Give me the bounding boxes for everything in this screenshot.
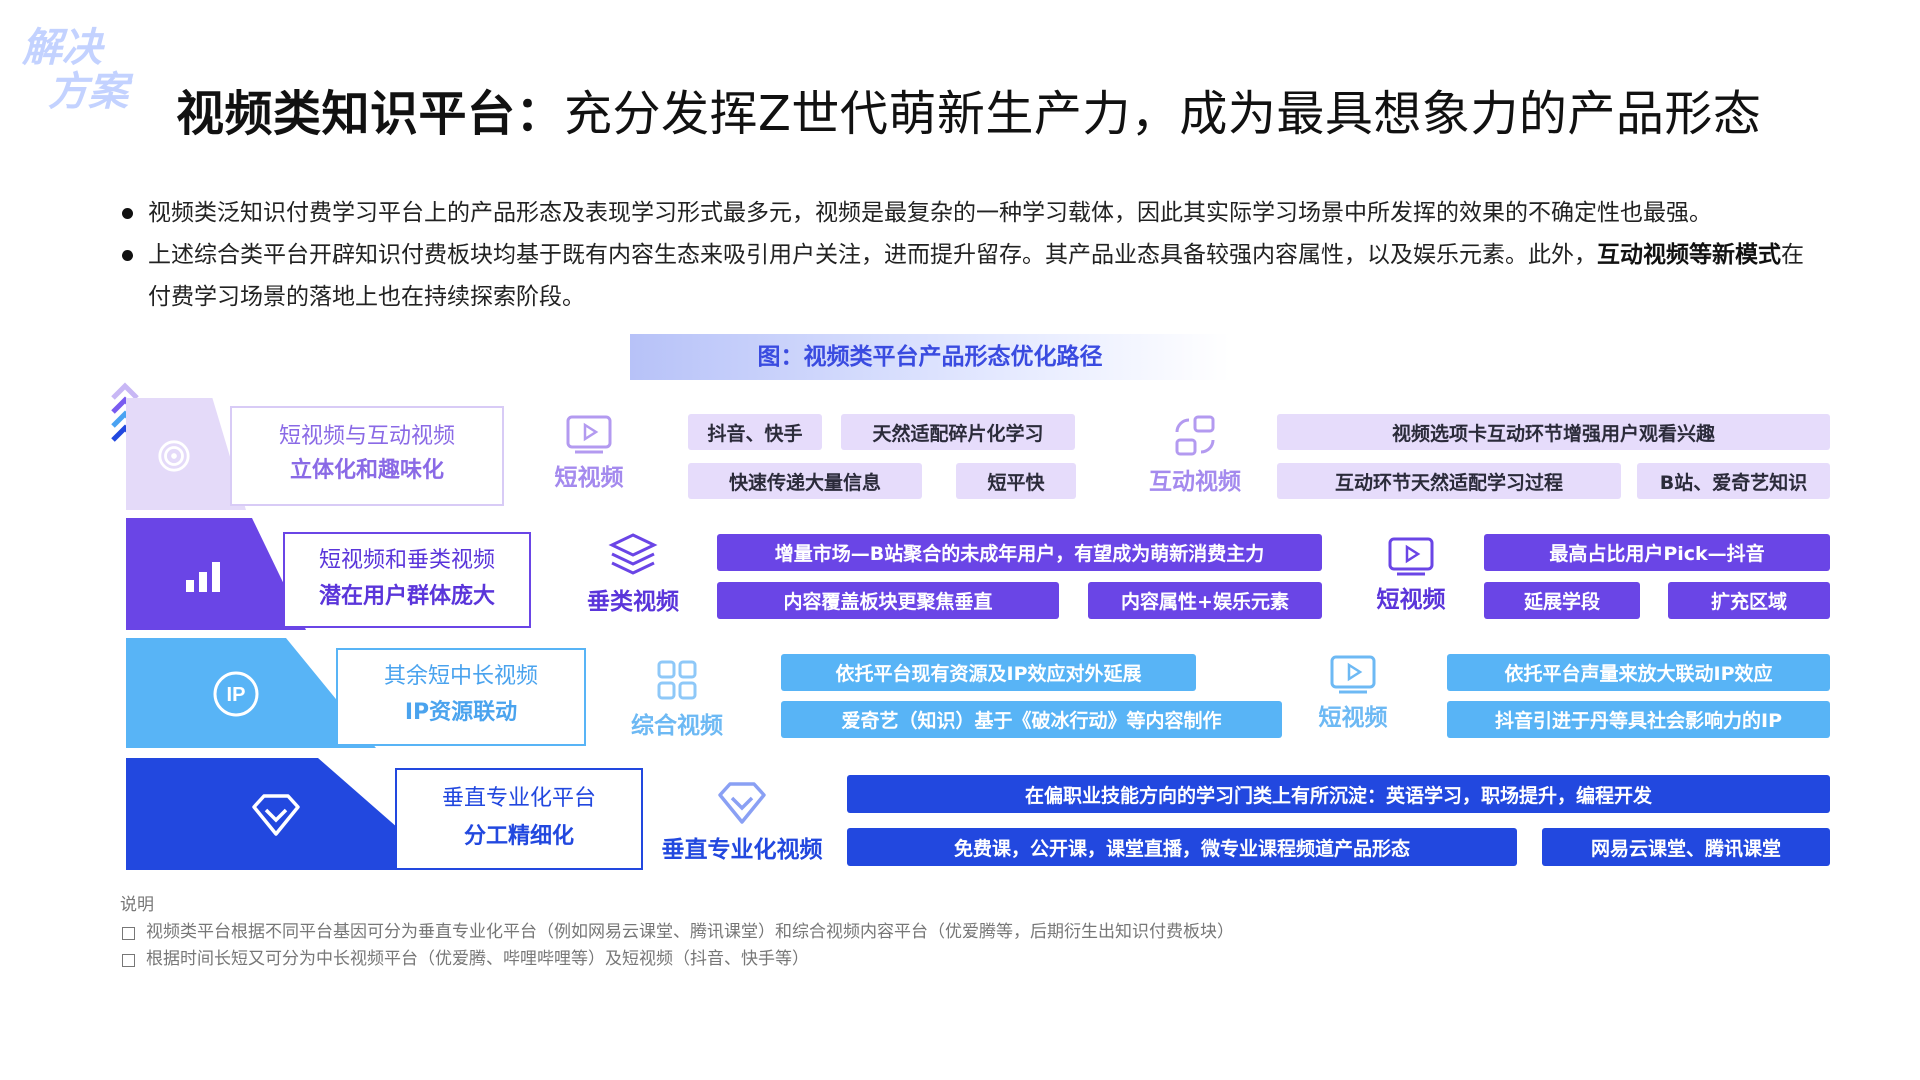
svg-text:IP: IP [227,684,246,706]
tier-3-box-line1: 其余短中长视频 [383,664,538,689]
tier-2-category-short-video: 短视频 [1356,536,1466,614]
figure-title: 图：视频类平台产品形态优化路径 [630,334,1230,380]
bullet-2-strong: 互动视频等新模式 [1597,242,1781,268]
notes: 说明 视频类平台根据不同平台基因可分为垂直专业化平台（例如网易云课堂、腾讯课堂）… [120,892,1234,973]
notes-title: 说明 [120,895,154,915]
tier-3-category-general-video: 综合视频 [622,658,732,740]
tier-3-category-general-video-label: 综合视频 [631,713,723,739]
diamond-icon [718,782,766,824]
tier-3-tag: 抖音引进于丹等具社会影响力的IP [1447,701,1830,738]
tier-2-box-line1: 短视频和垂类视频 [318,548,495,573]
tier-2-box: 短视频和垂类视频 潜在用户群体庞大 [283,532,531,628]
video-play-icon [566,415,612,454]
tier-1-box-line2: 立体化和趣味化 [289,458,444,483]
tier-1-tag: B站、爱奇艺知识 [1637,463,1830,499]
tier-3-category-short-video-label: 短视频 [1318,705,1388,731]
page-title: 视频类知识平台：充分发挥Z世代萌新生产力，成为最具想象力的产品形态 [176,86,1761,142]
tier-2-category-vertical-video: 垂类视频 [578,532,688,616]
ip-icon: IP [212,670,260,718]
tier-4-tag: 免费课，公开课，课堂直播，微专业课程频道产品形态 [847,828,1517,866]
tier-4-box-line1: 垂直专业化平台 [441,786,596,811]
tier-2-tag: 最高占比用户Pick—抖音 [1484,534,1830,571]
video-play-icon [1388,537,1434,576]
bullet-item-1: 视频类泛知识付费学习平台上的产品形态及表现学习形式最多元，视频是最复杂的一种学习… [120,192,1820,234]
tier-2-tag: 扩充区域 [1668,582,1830,619]
tier-1-box-line1: 短视频与互动视频 [278,424,455,449]
tier-4-tag: 网易云课堂、腾讯课堂 [1542,828,1830,866]
tier-1-tag: 短平快 [956,463,1076,499]
tier-1-category-short-video-label: 短视频 [554,465,624,491]
page-title-rest: 充分发挥Z世代萌新生产力，成为最具想象力的产品形态 [564,86,1762,142]
tier-1-category-interactive-video: 互动视频 [1140,414,1250,496]
tier-4-tag: 在偏职业技能方向的学习门类上有所沉淀：英语学习，职场提升，编程开发 [847,775,1830,813]
tier-3-tag: 爱奇艺（知识）基于《破冰行动》等内容制作 [781,701,1282,738]
tier-3-box: 其余短中长视频 IP资源联动 [336,648,586,746]
tier-2-box-line2: 潜在用户群体庞大 [318,584,495,609]
tier-1-tag: 天然适配碎片化学习 [841,414,1075,450]
tier-2-tag: 延展学段 [1484,582,1640,619]
tier-1-tag: 抖音、快手 [688,414,822,450]
tier-3-category-short-video: 短视频 [1298,654,1408,732]
spiral-icon [156,438,192,474]
tier-1-category-interactive-video-label: 互动视频 [1149,469,1241,495]
tier-1-band [126,398,246,510]
note-item-2: 根据时间长短又可分为中长视频平台（优爱腾、哔哩哔哩等）及短视频（抖音、快手等） [120,946,1234,973]
bullet-2-pre: 上述综合类平台开辟知识付费板块均基于既有内容生态来吸引用户关注，进而提升留存。其… [148,242,1597,268]
video-play-icon [1330,655,1376,694]
tier-4-box: 垂直专业化平台 分工精细化 [395,768,643,870]
tier-3-box-line2: IP资源联动 [404,700,518,725]
tier-3-tag: 依托平台声量来放大联动IP效应 [1447,654,1830,691]
tier-2-band [126,518,306,630]
bullet-item-2: 上述综合类平台开辟知识付费板块均基于既有内容生态来吸引用户关注，进而提升留存。其… [120,234,1820,318]
tier-2-tag: 内容属性+娱乐元素 [1088,582,1322,619]
tier-1-box: 短视频与互动视频 立体化和趣味化 [230,406,504,506]
interactive-swap-icon [1175,415,1215,456]
bullet-2-post: 在付费学习场景的落地上也在持续探索阶段。 [148,242,1804,310]
diamond-icon [250,792,302,838]
corner-tag: 解决 方案 [22,22,132,132]
page-title-strong: 视频类知识平台： [176,86,565,142]
tier-2-category-short-video-label: 短视频 [1376,587,1446,613]
tier-1-category-short-video: 短视频 [534,414,644,492]
corner-tag-line1: 解决 [22,25,102,71]
tier-1-tag: 互动环节天然适配学习过程 [1277,463,1621,499]
tier-2-category-vertical-video-label: 垂类视频 [587,589,679,615]
tier-4-box-line2: 分工精细化 [463,824,574,849]
tier-2-tag: 增量市场—B站聚合的未成年用户，有望成为萌新消费主力 [717,534,1322,571]
tier-2-tag: 内容覆盖板块更聚焦垂直 [717,582,1059,619]
bullet-list: 视频类泛知识付费学习平台上的产品形态及表现学习形式最多元，视频是最复杂的一种学习… [120,192,1820,318]
note-item-1: 视频类平台根据不同平台基因可分为垂直专业化平台（例如网易云课堂、腾讯课堂）和综合… [120,919,1234,946]
grid-icon [657,660,697,700]
tier-4-category-professional-video-label: 垂直专业化视频 [661,837,823,863]
bullet-1-text: 视频类泛知识付费学习平台上的产品形态及表现学习形式最多元，视频是最复杂的一种学习… [148,200,1712,226]
tier-1-tag: 快速传递大量信息 [688,463,922,499]
bar-chart-icon [182,556,226,596]
layers-icon [608,533,658,575]
tier-4-category-professional-video: 垂直专业化视频 [652,780,832,864]
tier-3-tag: 依托平台现有资源及IP效应对外延展 [781,654,1196,691]
corner-tag-line2: 方案 [48,69,128,115]
tier-1-tag: 视频选项卡互动环节增强用户观看兴趣 [1277,414,1830,450]
